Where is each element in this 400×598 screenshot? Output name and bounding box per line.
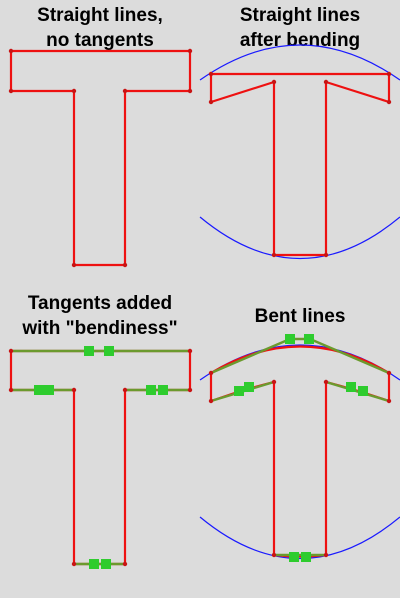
panel-straight-after-bending: Straight lines after bending bbox=[199, 5, 400, 260]
panel-1-title-line-1: Straight lines, bbox=[37, 5, 163, 26]
vertex-points bbox=[208, 71, 392, 258]
tangent-lines bbox=[210, 337, 390, 557]
vertex-points bbox=[208, 370, 392, 558]
panel-straight-no-tangents: Straight lines, no tangents bbox=[8, 5, 193, 268]
curved-t-shape-outline bbox=[209, 345, 391, 558]
panel-4-title: Bent lines bbox=[255, 306, 346, 327]
vertex-points bbox=[8, 48, 193, 268]
bend-guide-bottom bbox=[199, 516, 400, 560]
tangent-handles bbox=[234, 334, 368, 562]
panel-2-title-line-1: Straight lines bbox=[240, 5, 360, 26]
panel-1-title-line-2: no tangents bbox=[46, 30, 154, 51]
t-shape-outline bbox=[9, 349, 192, 566]
panel-bent-lines: Bent lines bbox=[199, 306, 400, 562]
tangent-lines bbox=[11, 349, 190, 566]
tangent-handles bbox=[34, 346, 168, 569]
bend-guide-top bbox=[199, 44, 400, 81]
panel-2-title-line-2: after bending bbox=[240, 30, 360, 51]
vertex-points bbox=[8, 348, 193, 567]
bent-t-shape-outline bbox=[209, 72, 391, 257]
panel-tangents-added: Tangents added with "bendiness" bbox=[8, 293, 193, 569]
t-shape-outline bbox=[9, 49, 192, 267]
panel-3-title-line-2: with "bendiness" bbox=[21, 318, 177, 339]
bend-guide-bottom bbox=[199, 216, 400, 260]
panel-3-title-line-1: Tangents added bbox=[28, 293, 172, 314]
